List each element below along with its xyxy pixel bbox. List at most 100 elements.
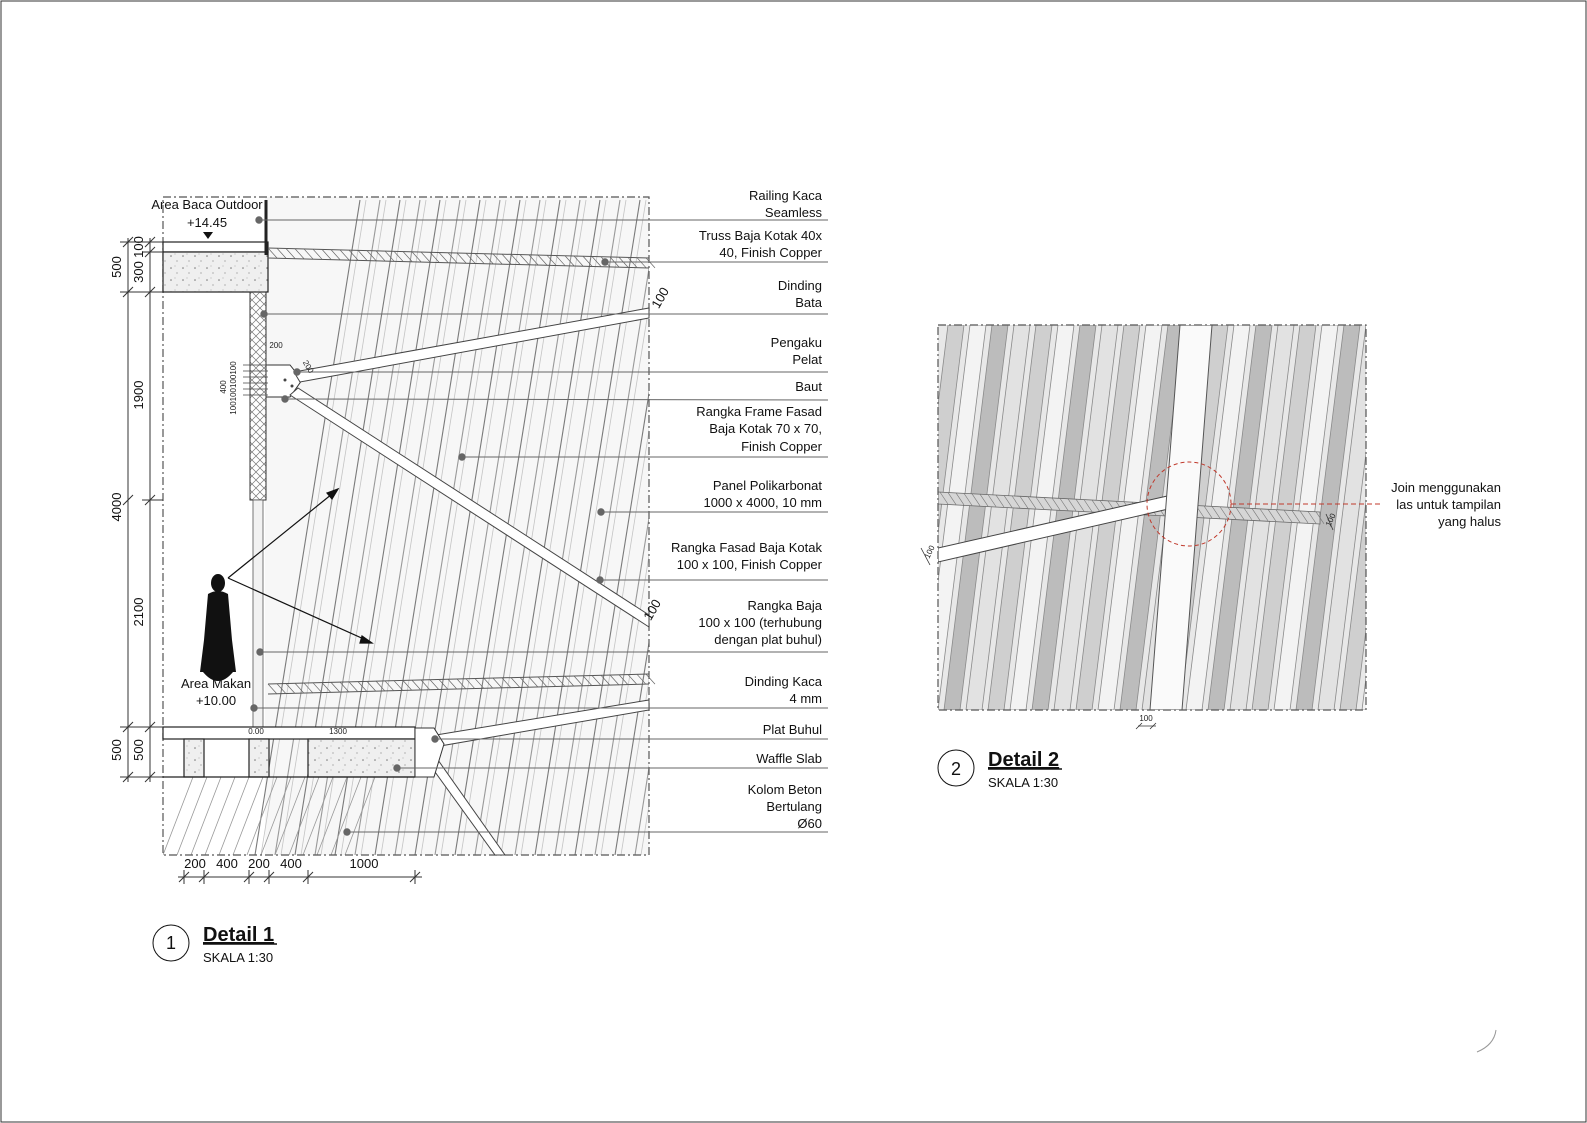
truss-web xyxy=(645,673,656,685)
detail-2-truss-web xyxy=(1219,506,1229,519)
detail-2-panel xyxy=(1009,325,1075,710)
dim-tick xyxy=(122,286,134,298)
truss-chord-top xyxy=(267,673,650,685)
detail-2-truss-web xyxy=(987,494,997,507)
truss-web xyxy=(465,252,476,264)
dim-tick xyxy=(144,286,156,298)
callout-label: 100 x 100, Finish Copper xyxy=(677,557,823,572)
dim-inner-300: 300 xyxy=(131,261,146,283)
detail-2-truss-web xyxy=(1067,498,1077,511)
detail-2-number-circle xyxy=(937,749,975,787)
detail-2-dim-left: 100 xyxy=(923,543,937,559)
truss-web xyxy=(276,683,287,694)
truss-web xyxy=(321,682,332,693)
dim-h-1000: 1000 xyxy=(350,856,379,871)
truss-web xyxy=(456,252,467,264)
truss-web xyxy=(510,677,521,688)
truss-web xyxy=(555,676,566,687)
callout-label: 1000 x 4000, 10 mm xyxy=(703,495,822,510)
truss-web xyxy=(564,255,575,267)
facade-panel-edge xyxy=(594,514,649,855)
truss-web xyxy=(501,253,512,265)
callout-label: Bertulang xyxy=(766,799,822,814)
truss-web xyxy=(519,254,530,265)
truss-web xyxy=(330,682,341,693)
dim-tick xyxy=(144,246,156,258)
callout-label: Ø60 xyxy=(797,816,822,831)
detail-2-truss-web xyxy=(1051,497,1061,511)
truss-web xyxy=(528,254,539,266)
callout-label: Finish Copper xyxy=(741,439,823,454)
waffle-slab-beam xyxy=(307,738,416,778)
detail-2-truss-web xyxy=(1267,509,1277,522)
truss-web xyxy=(384,680,395,692)
truss-web xyxy=(582,675,593,686)
detail-1-number-circle xyxy=(152,924,190,962)
detail-2-truss-web xyxy=(1203,505,1213,519)
detail-2-truss-web xyxy=(1019,496,1029,509)
detail-2-truss-web xyxy=(1259,508,1269,522)
facade-panel-edge-inner xyxy=(520,199,627,855)
truss-web xyxy=(429,679,440,690)
truss-web xyxy=(636,257,647,268)
lower-panel-edge xyxy=(260,776,292,855)
detail-2-truss-web xyxy=(1091,499,1101,513)
truss-web xyxy=(321,249,332,260)
detail-2: 100 100 100 Join menggunakan las untuk t… xyxy=(920,324,1501,790)
truss-web xyxy=(447,252,458,263)
detail-2-truss-web xyxy=(1035,496,1045,510)
callout-label: Truss Baja Kotak 40x xyxy=(699,228,823,243)
callout-leader-dot xyxy=(281,395,289,403)
callout-label: Rangka Fasad Baja Kotak xyxy=(671,540,823,555)
facade-panel-edge xyxy=(514,199,621,855)
lower-panel-edge xyxy=(330,776,362,855)
detail-2-truss-web xyxy=(1075,499,1085,512)
callout-leader-dot xyxy=(255,216,263,224)
dim-outer-500-bottom: 500 xyxy=(109,739,124,761)
dim-plate-side: 400 xyxy=(219,380,228,394)
truss-web xyxy=(357,250,368,261)
truss-web xyxy=(645,257,656,269)
steel-brace-upper xyxy=(293,307,650,383)
detail-2-truss-web xyxy=(963,493,973,506)
dim-inner-2100: 2100 xyxy=(131,598,146,627)
truss-web xyxy=(483,678,494,689)
facade-panel-edge xyxy=(574,389,649,855)
facade-panel-edge xyxy=(434,199,541,855)
dim-tick xyxy=(122,771,134,783)
dim-bolt-spacing: 100100100100 xyxy=(229,361,238,415)
lower-panel-edge xyxy=(218,776,250,855)
facade-panel-edge-inner xyxy=(440,199,547,855)
railing-top xyxy=(162,241,269,253)
detail-2-callout-line-3: yang halus xyxy=(1438,514,1501,529)
truss-web xyxy=(636,674,647,685)
facade-panel-edge-inner xyxy=(620,677,649,855)
detail-2-truss-web xyxy=(1235,507,1245,520)
detail-2-panel xyxy=(1317,325,1366,710)
truss-web xyxy=(303,682,314,694)
truss-web xyxy=(348,249,359,261)
truss-web xyxy=(591,675,602,686)
truss-web xyxy=(429,252,440,263)
truss-web xyxy=(303,248,314,260)
dim-tick xyxy=(243,871,255,883)
callout-leader-dot xyxy=(256,648,264,656)
truss-web xyxy=(501,677,512,689)
truss-web xyxy=(546,676,557,687)
dim-tick xyxy=(122,494,134,506)
facade-panel-edge xyxy=(494,199,601,855)
detail-1-title: Detail 1 xyxy=(203,924,274,946)
dim-h-400-b: 400 xyxy=(280,856,302,871)
truss-web xyxy=(294,248,305,259)
detail-2-truss-web xyxy=(1027,496,1037,509)
detail-2-truss-web xyxy=(1083,499,1093,512)
truss-web xyxy=(330,249,341,260)
dim-tick xyxy=(122,721,134,733)
detail-2-truss-web xyxy=(955,492,965,506)
callout-label: Waffle Slab xyxy=(756,751,822,766)
lower-panel-edge xyxy=(316,776,348,855)
truss-web xyxy=(555,255,566,266)
truss-web xyxy=(285,248,296,259)
lower-panel-edge xyxy=(246,776,278,855)
facade-panel-edge-inner xyxy=(661,200,766,855)
